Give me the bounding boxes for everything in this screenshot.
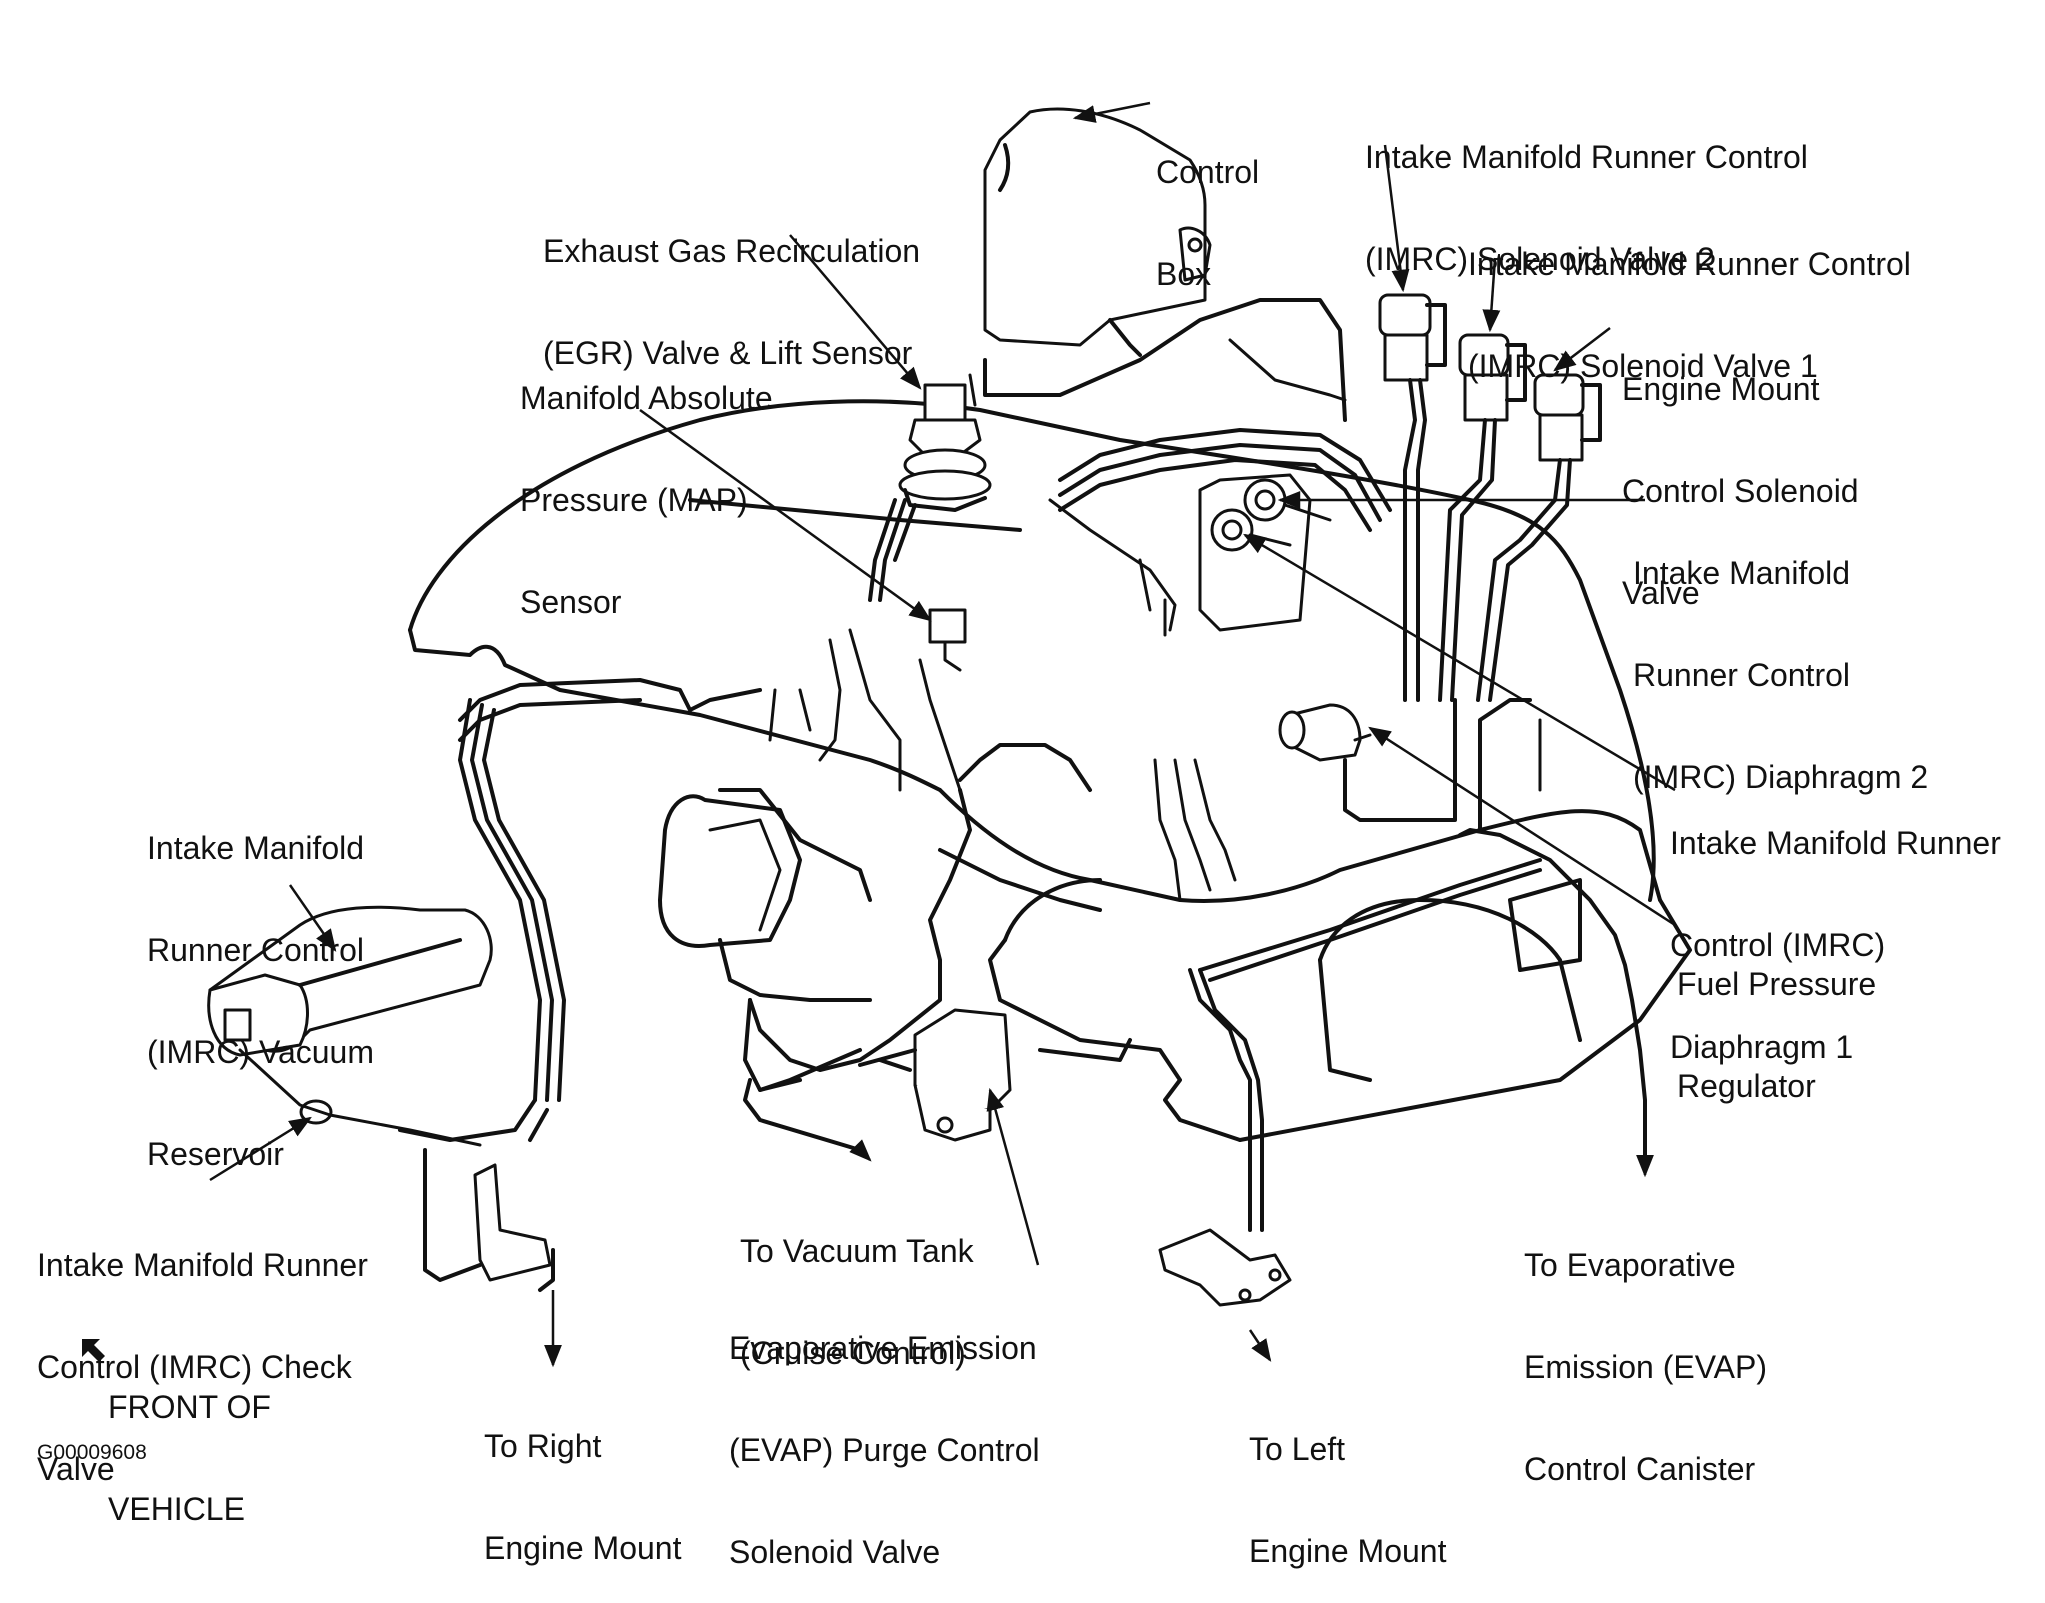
label-engine-mount-solenoid: Engine Mount Control Solenoid Valve [1622, 371, 1859, 611]
evap-purge-solenoid [858, 1008, 1012, 1142]
engine-mount-brackets [473, 1163, 1292, 1307]
label-map-sensor: Manifold Absolute Pressure (MAP) Sensor [520, 380, 773, 620]
engine-body [408, 399, 1692, 1142]
label-egr-valve: Exhaust Gas Recirculation (EGR) Valve & … [543, 233, 921, 371]
label-evap-canister: To Evaporative Emission (EVAP) Control C… [1524, 1247, 1768, 1487]
label-right-engine-mount: To Right Engine Mount [484, 1428, 682, 1566]
label-imrc-diaphragm-1: Intake Manifold Runner Control (IMRC) Di… [1670, 825, 2001, 1065]
figure-code: G00009608 [37, 1441, 147, 1464]
label-imrc-vacuum-reservoir: Intake Manifold Runner Control (IMRC) Va… [147, 830, 374, 1172]
label-imrc-diaphragm-2: Intake Manifold Runner Control (IMRC) Di… [1633, 555, 1929, 795]
label-imrc-solenoid-valve-1: Intake Manifold Runner Control (IMRC) So… [1468, 246, 1911, 384]
label-vacuum-tank: To Vacuum Tank (Cruise Control) [740, 1233, 974, 1371]
fuel-pressure-regulator [1278, 703, 1372, 762]
front-arrow-icon [82, 1339, 105, 1362]
imrc-diaphragms [1198, 473, 1332, 632]
label-control-box: Control Box [1156, 154, 1260, 292]
solenoid-bank [1378, 293, 1602, 462]
vacuum-hoses [238, 298, 1647, 1292]
label-fuel-pressure-regulator: Fuel Pressure Regulator [1677, 966, 1877, 1104]
label-imrc-solenoid-valve-2: Intake Manifold Runner Control (IMRC) So… [1365, 139, 1808, 277]
map-sensor [928, 608, 967, 672]
label-imrc-check-valve: Intake Manifold Runner Control (IMRC) Ch… [37, 1247, 368, 1487]
control-box [983, 107, 1212, 357]
engine-illustration [82, 101, 1692, 1368]
label-front-of-vehicle: FRONT OF VEHICLE [108, 1389, 271, 1527]
label-evap-purge-valve: Evaporative Emission (EVAP) Purge Contro… [729, 1330, 1040, 1570]
vacuum-hose-routing-diagram: Control Box Exhaust Gas Recirculation (E… [37, 101, 2001, 1569]
egr-valve [898, 383, 992, 512]
label-left-engine-mount: To Left Engine Mount [1249, 1431, 1447, 1569]
callout-leaders [209, 101, 1676, 1368]
imrc-vacuum-reservoir [207, 905, 493, 1057]
